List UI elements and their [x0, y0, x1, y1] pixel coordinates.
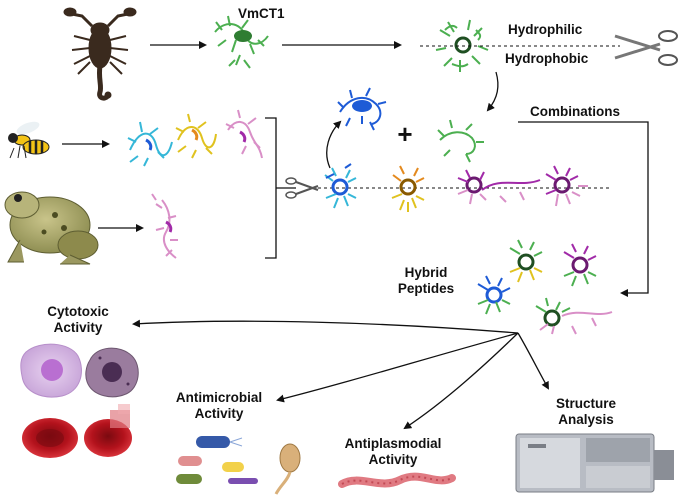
frog-peptide-icon [151, 193, 178, 259]
antiplasmodial-activity-label: Antiplasmodial Activity [328, 436, 458, 468]
antiplasmodial-label-line1: Antiplasmodial [344, 436, 442, 451]
combinations-label: Combinations [530, 104, 620, 119]
cytotoxic-label-line1: Cytotoxic [47, 304, 109, 319]
wheel-magenta-pink-icon [457, 169, 541, 205]
hybrid-peptides-label: Hybrid Peptides [392, 265, 460, 297]
blue-fragment-icon [337, 87, 387, 131]
structure-label-line2: Analysis [558, 412, 614, 427]
fungal-spore-icon [274, 443, 301, 495]
lysed-red-blood-cell-icon [84, 404, 132, 457]
wasp-peptide-orange-icon [175, 113, 217, 159]
wheel-blue-cyan-icon [324, 163, 357, 209]
frog-icon [4, 191, 99, 265]
vmct1-peptide-icon [214, 15, 269, 69]
plus-sign: + [397, 119, 412, 149]
antiplasmodial-label-line2: Activity [368, 452, 418, 467]
structure-label-line1: Structure [555, 396, 616, 411]
hybrid-label-line2: Peptides [397, 281, 455, 296]
vmct1-label: VmCT1 [238, 6, 285, 21]
scissors-icon [614, 30, 678, 66]
cell-icon [20, 343, 82, 398]
wasp-peptide-magenta-icon [225, 109, 263, 159]
wasp-icon [8, 121, 50, 159]
hybrid-green-yellow-icon [509, 239, 543, 283]
damaged-cell-icon [85, 347, 139, 398]
hydrophobic-label: Hydrophobic [505, 51, 589, 66]
cytotoxic-label-line2: Activity [53, 320, 103, 335]
wheel-magenta-right-icon [545, 165, 588, 207]
hybrid-label-line1: Hybrid [404, 265, 448, 280]
vmct1-helical-wheel-icon [435, 19, 489, 72]
loop-arrow [326, 120, 342, 169]
antimicrobial-activity-label: Antimicrobial Activity [164, 390, 274, 422]
cytotoxic-activity-label: Cytotoxic Activity [28, 304, 128, 336]
bacteria-icon [176, 436, 258, 484]
hybrid-magenta-green-icon [563, 243, 597, 287]
spectrometer-icon [515, 433, 674, 493]
antimicrobial-label-line2: Activity [194, 406, 244, 421]
hydrophilic-label: Hydrophilic [508, 22, 583, 37]
antimicrobial-label-line1: Antimicrobial [175, 390, 263, 405]
green-fragment-icon [437, 119, 484, 163]
wheel-orange-yellow-icon [391, 165, 425, 212]
hybrid-blue-icon [477, 275, 511, 315]
structure-analysis-label: Structure Analysis [536, 396, 636, 428]
red-blood-cell-icon [22, 418, 78, 458]
source-bracket [265, 117, 277, 259]
scissors-small-icon [285, 177, 319, 199]
hybrid-pink-green-icon [535, 297, 613, 335]
parasite-icon [338, 472, 456, 488]
wasp-peptide-blue-icon [127, 121, 173, 167]
scorpion-icon [63, 7, 137, 101]
activity-arrows [132, 319, 549, 430]
